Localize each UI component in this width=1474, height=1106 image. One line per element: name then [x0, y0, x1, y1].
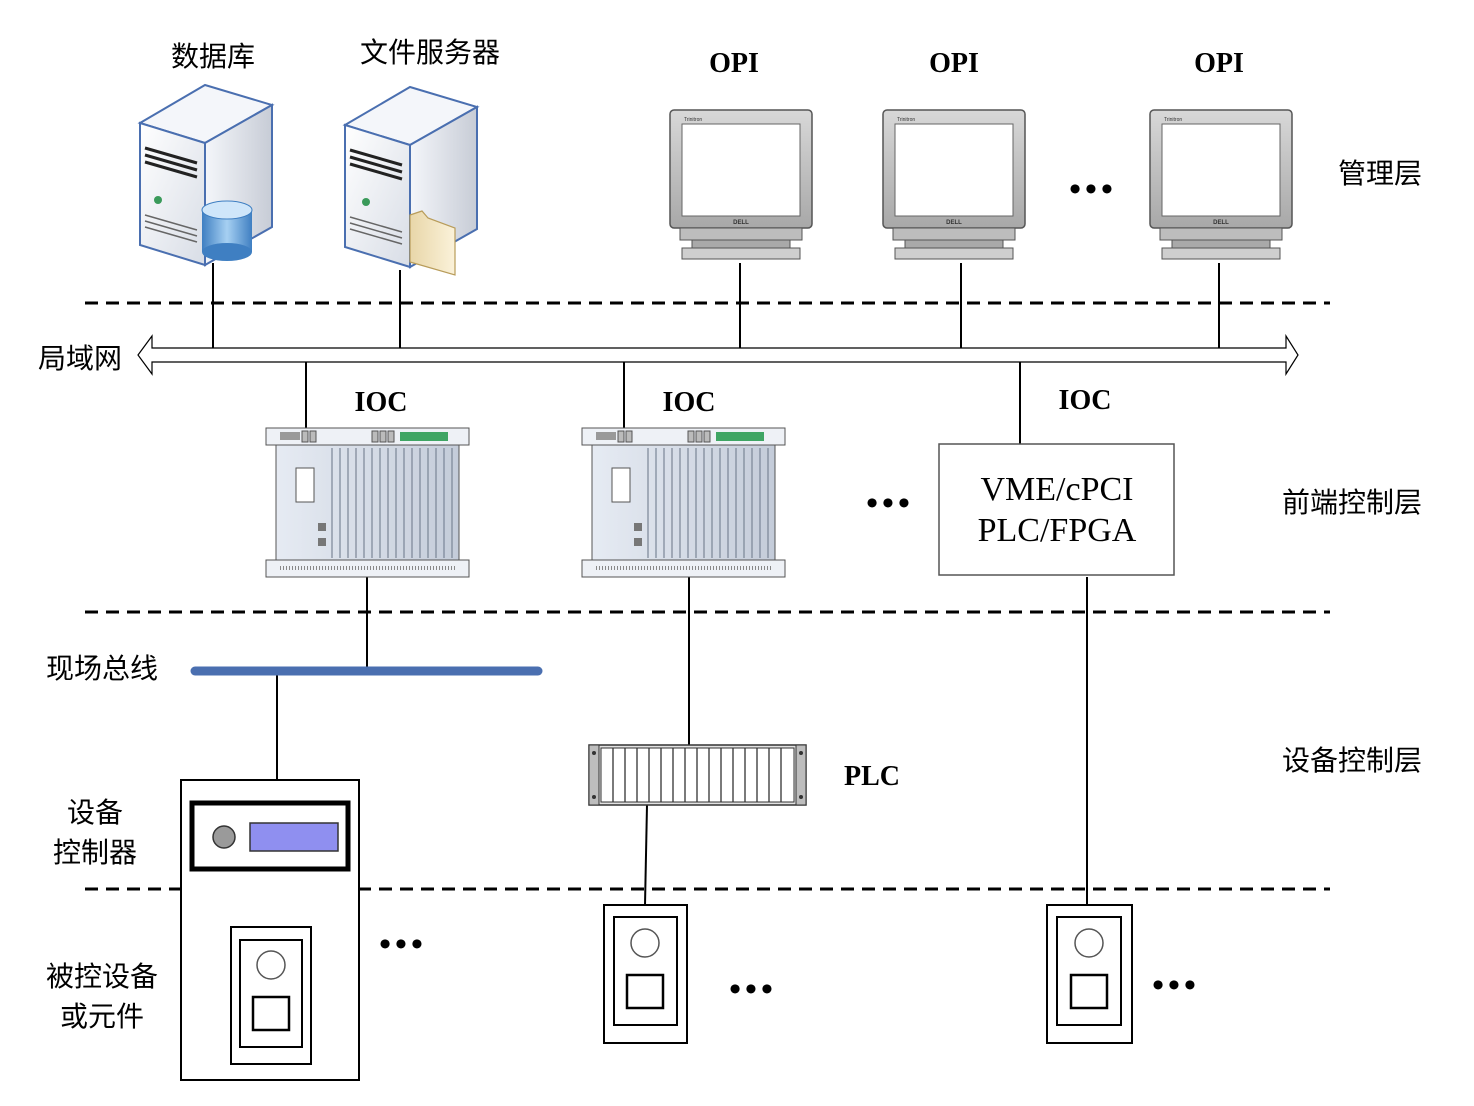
ellipsis-device-left: ••• [379, 926, 427, 963]
ioc-box-line1: VME/cPCI [981, 471, 1134, 508]
ioc-generic-box [938, 443, 1175, 576]
database-server-icon [137, 83, 275, 267]
monitor-logo-label: DELL [1213, 220, 1229, 226]
monitor-brand-label: Trinitron [897, 117, 915, 123]
controller-knob-icon [212, 825, 236, 849]
device-controller-label-line1: 设备 [67, 796, 123, 829]
plc-rack-icon [588, 744, 807, 806]
opi-label-1: OPI [709, 48, 759, 79]
plc-label: PLC [844, 761, 900, 792]
layer-label-management: 管理层 [1338, 157, 1422, 190]
layer-separators [85, 301, 1330, 891]
controlled-device-right-icon [1046, 904, 1133, 1044]
layer-label-device-control: 设备控制层 [1282, 744, 1422, 777]
device-controller-label-line2: 控制器 [53, 836, 137, 869]
opi-monitor-2-icon: Trinitron DELL [882, 109, 1026, 260]
opi-label-2: OPI [929, 48, 979, 79]
ioc-rack-1-icon [265, 427, 470, 578]
connection-lines [212, 263, 1220, 910]
lan-double-arrow [137, 333, 1299, 377]
layer-label-front-end: 前端控制层 [1282, 486, 1422, 519]
lan-bus [137, 333, 1299, 377]
monitor-brand-label: Trinitron [684, 117, 702, 123]
controlled-device-mid-icon [603, 904, 688, 1044]
ellipsis-device-mid: ••• [729, 971, 777, 1008]
controller-display [249, 822, 339, 852]
ioc-label-2: IOC [663, 387, 716, 418]
ioc-label-3: IOC [1059, 385, 1112, 416]
opi-label-3: OPI [1194, 48, 1244, 79]
ellipsis-device-right: ••• [1152, 967, 1200, 1004]
opi-monitor-1-icon: Trinitron DELL [669, 109, 813, 260]
file-server-icon [342, 85, 480, 276]
file-server-label: 文件服务器 [360, 36, 500, 69]
controlled-device-label-line2: 或元件 [60, 1000, 144, 1033]
fieldbus-label: 现场总线 [46, 652, 158, 685]
monitor-brand-label: Trinitron [1164, 117, 1182, 123]
controlled-device-label-line1: 被控设备 [46, 960, 158, 993]
controlled-device-left-icon [230, 926, 312, 1065]
database-label: 数据库 [171, 40, 255, 73]
monitor-logo-label: DELL [733, 220, 749, 226]
monitor-logo-label: DELL [946, 220, 962, 226]
ellipsis-opi: ••• [1069, 171, 1117, 208]
opi-monitor-3-icon: Trinitron DELL [1149, 109, 1293, 260]
ioc-rack-2-icon [581, 427, 786, 578]
ioc-box-line2: PLC/FPGA [978, 512, 1137, 549]
ioc-label-1: IOC [355, 387, 408, 418]
lan-label: 局域网 [38, 342, 122, 375]
ellipsis-ioc: ••• [866, 485, 914, 522]
